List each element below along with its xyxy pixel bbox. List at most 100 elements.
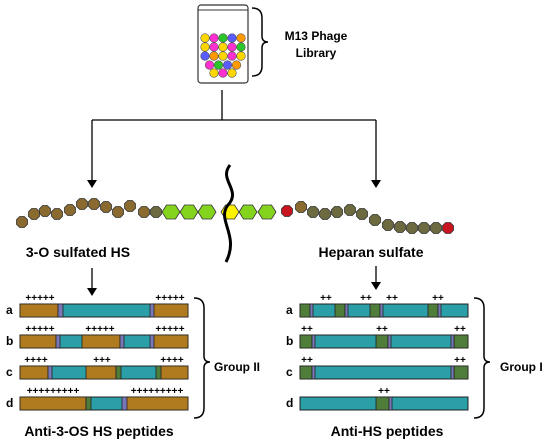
left-section-title: 3-O sulfated HS <box>26 244 130 260</box>
chain-sugar-unit <box>369 214 381 226</box>
peptide-motif-segment <box>299 303 311 318</box>
phage-beads <box>200 33 246 78</box>
peptide-motif-segment <box>379 303 384 318</box>
peptide-motif-segment <box>85 365 117 380</box>
chain-break-mark <box>223 164 235 263</box>
chain-sugar-unit <box>88 198 100 210</box>
peptide-motif-segment <box>375 396 390 411</box>
chain-sugar-unit <box>138 206 150 218</box>
right-down-arrow-head <box>371 282 381 290</box>
charge-label: +++++ <box>85 324 114 335</box>
chain-sugar-unit <box>356 208 368 220</box>
row-letter: a <box>6 303 13 317</box>
row-letter: d <box>6 396 13 410</box>
peptide-motif-segment <box>149 303 155 318</box>
library-label-line2: Library <box>296 46 337 60</box>
library-brace <box>251 7 269 77</box>
peptide-motif-segment <box>121 396 128 411</box>
chain-sugar-unit <box>307 206 319 218</box>
peptide-motif-segment <box>453 365 469 380</box>
phage-bead <box>209 42 219 52</box>
group-i-label: Group I <box>500 360 543 374</box>
chain-sugar-unit <box>39 205 51 217</box>
row-letter: a <box>286 303 293 317</box>
peptide-motif-segment <box>311 334 316 349</box>
chain-sugar-unit <box>295 201 307 213</box>
charge-label: ++++ <box>24 355 48 366</box>
peptide-motif-segment <box>369 303 381 318</box>
phage-bead <box>209 68 219 78</box>
chain-sulfated-unit <box>238 204 258 220</box>
charge-label: ++ <box>454 324 466 335</box>
anti-3os-hs-peptide-list: a++++++++++b+++++++++++++++c+++++++++++d… <box>6 293 189 411</box>
charge-label: +++++ <box>25 293 54 304</box>
peptide-motif-segment <box>119 334 125 349</box>
peptide-motif-segment <box>344 303 349 318</box>
right-caption: Anti-HS peptides <box>331 423 444 439</box>
phage-bead <box>218 68 228 78</box>
arrow-head-right <box>371 180 381 188</box>
charge-label: +++++++++ <box>27 386 80 397</box>
peptide-motif-segment <box>299 334 313 349</box>
group-ii-label: Group II <box>214 360 260 374</box>
arrow-head-left <box>87 180 97 188</box>
chain-sugar-unit <box>16 216 28 228</box>
peptide-bar <box>299 303 469 318</box>
charge-label: ++ <box>386 293 398 304</box>
peptide-motif-segment <box>450 334 455 349</box>
peptide-motif-segment <box>19 396 87 411</box>
phage-bead <box>218 51 228 61</box>
row-letter: b <box>286 334 293 348</box>
peptide-motif-segment <box>427 303 439 318</box>
chain-sugar-unit <box>150 206 162 218</box>
split-arrows <box>91 90 377 180</box>
charge-label: +++++ <box>155 324 184 335</box>
charge-label: ++ <box>301 355 313 366</box>
group-i-brace <box>473 297 491 419</box>
peptide-motif-segment <box>311 365 316 380</box>
anti-hs-peptide-list: a++++++++b++++++c++++d++ <box>286 293 469 411</box>
peptide-motif-segment <box>437 303 442 318</box>
phage-bead <box>200 42 210 52</box>
chain-sugar-unit <box>124 200 136 212</box>
charge-label: +++++ <box>25 324 54 335</box>
peptide-motif-segment <box>125 396 189 411</box>
phage-bead <box>209 51 219 61</box>
peptide-bar <box>299 365 469 380</box>
chain-sugar-unit <box>64 204 76 216</box>
peptide-motif-segment <box>375 334 389 349</box>
phage-bead <box>200 33 210 43</box>
chain-sugar-unit <box>430 222 442 234</box>
phage-bead <box>231 60 242 70</box>
chain-sulfated-unit <box>179 204 199 220</box>
phage-bead <box>218 42 228 52</box>
chain-sulfated-unit <box>161 204 181 220</box>
peptide-motif-segment <box>450 365 455 380</box>
charge-label: +++++++++ <box>131 386 184 397</box>
phage-bead <box>227 68 237 78</box>
peptide-motif-segment <box>47 365 53 380</box>
chain-sugar-unit <box>51 208 63 220</box>
row-letter: d <box>286 396 293 410</box>
chain-sugar-unit <box>382 219 394 231</box>
group-ii-brace <box>193 297 211 419</box>
charge-label: ++ <box>454 355 466 366</box>
peptide-motif-segment <box>388 396 393 411</box>
chain-sugar-unit <box>406 222 418 234</box>
heparan-sulfate-chain <box>16 198 454 234</box>
phage-bead <box>200 51 210 61</box>
charge-label: ++++ <box>160 355 184 366</box>
phage-bead <box>204 60 215 70</box>
phage-bead <box>236 33 246 43</box>
peptide-motif-segment <box>309 303 314 318</box>
row-letter: c <box>6 365 13 379</box>
row-letter: b <box>6 334 13 348</box>
chain-sulfated-unit <box>197 204 217 220</box>
right-section-title: Heparan sulfate <box>318 244 423 260</box>
phage-bead <box>227 51 237 61</box>
chain-sugar-unit <box>418 222 430 234</box>
chain-sulfated-unit <box>257 204 277 220</box>
phage-bead <box>227 42 237 52</box>
phage-bead <box>227 33 237 43</box>
